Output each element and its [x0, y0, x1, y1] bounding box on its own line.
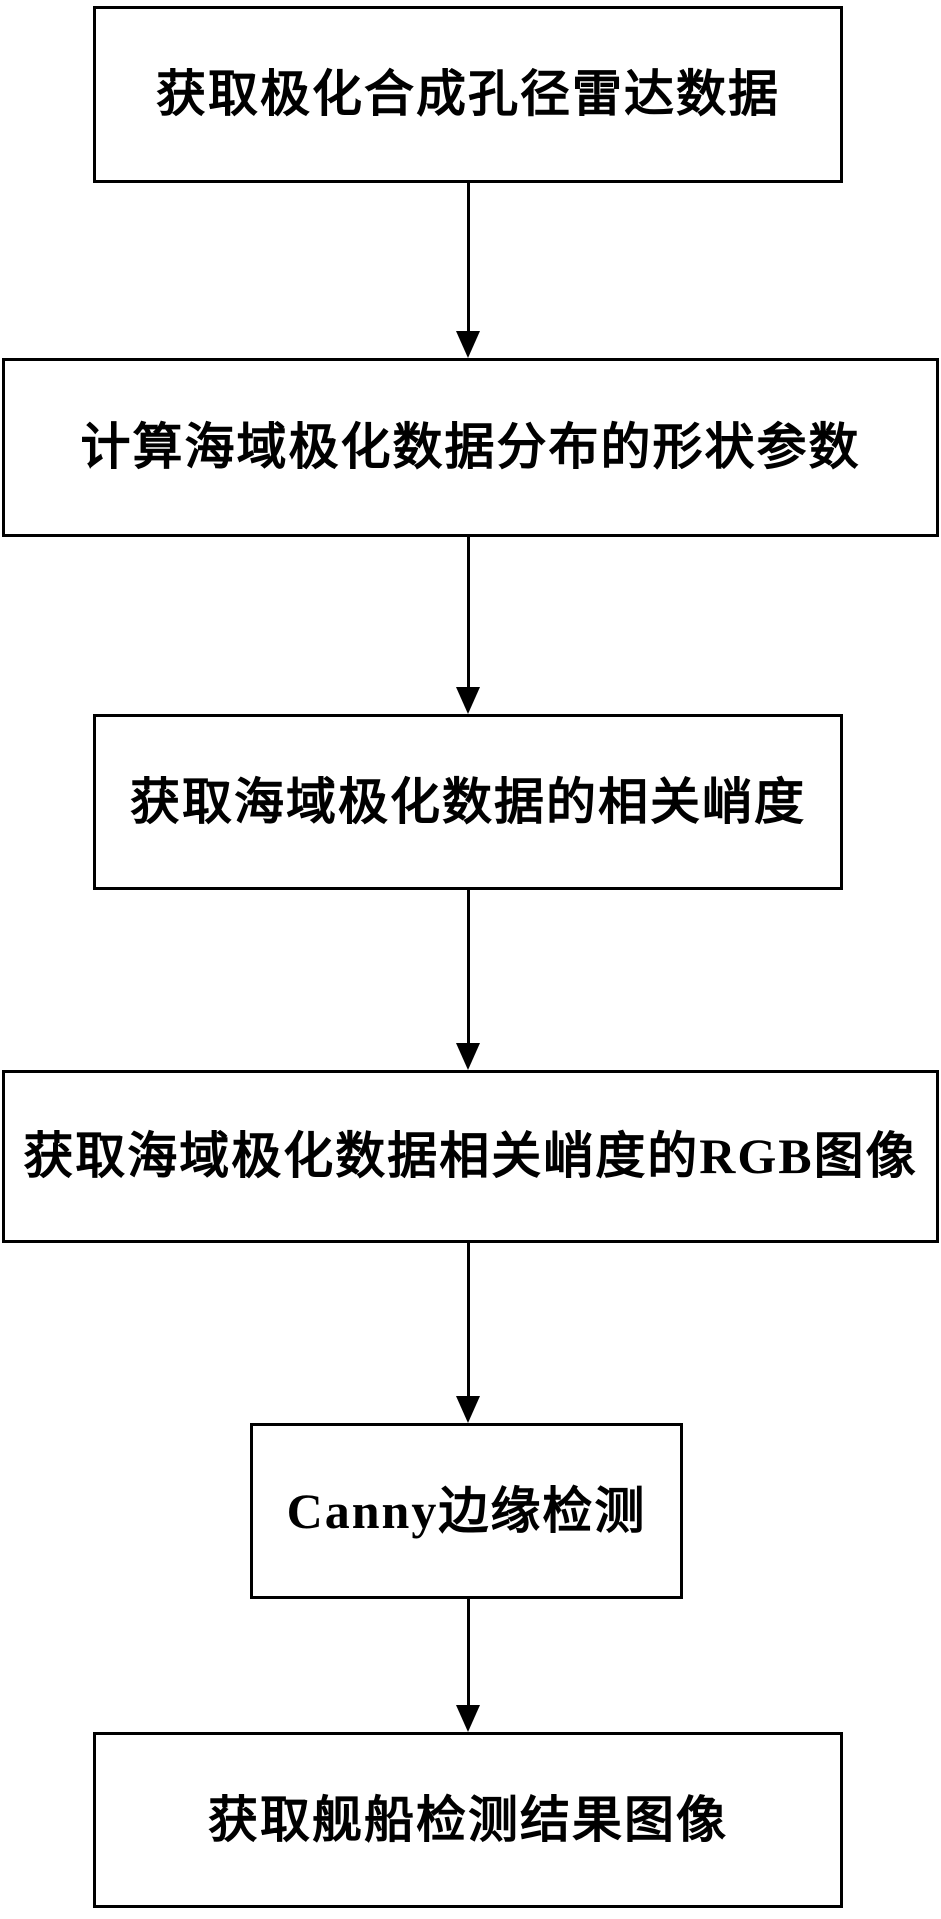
down-arrow-1: [456, 183, 480, 358]
arrow-shaft: [466, 890, 470, 1043]
node-canny-edge-detection: Canny边缘检测: [250, 1423, 683, 1599]
arrowhead-icon: [456, 687, 480, 714]
arrow-shaft: [466, 183, 470, 331]
arrowhead-icon: [456, 1396, 480, 1423]
down-arrow-2: [456, 537, 480, 714]
down-arrow-5: [456, 1599, 480, 1732]
arrow-shaft: [466, 537, 470, 687]
arrowhead-icon: [456, 1705, 480, 1732]
node-compute-shape-parameters: 计算海域极化数据分布的形状参数: [2, 358, 939, 537]
node-ship-detection-result: 获取舰船检测结果图像: [93, 1732, 843, 1908]
node-kurtosis-rgb-image: 获取海域极化数据相关峭度的RGB图像: [2, 1070, 939, 1243]
arrowhead-icon: [456, 331, 480, 358]
node-correlation-kurtosis: 获取海域极化数据的相关峭度: [93, 714, 843, 890]
arrow-shaft: [466, 1243, 470, 1396]
node-acquire-polsar-data: 获取极化合成孔径雷达数据: [93, 6, 843, 183]
down-arrow-3: [456, 890, 480, 1070]
down-arrow-4: [456, 1243, 480, 1423]
arrow-shaft: [466, 1599, 470, 1705]
arrowhead-icon: [456, 1043, 480, 1070]
